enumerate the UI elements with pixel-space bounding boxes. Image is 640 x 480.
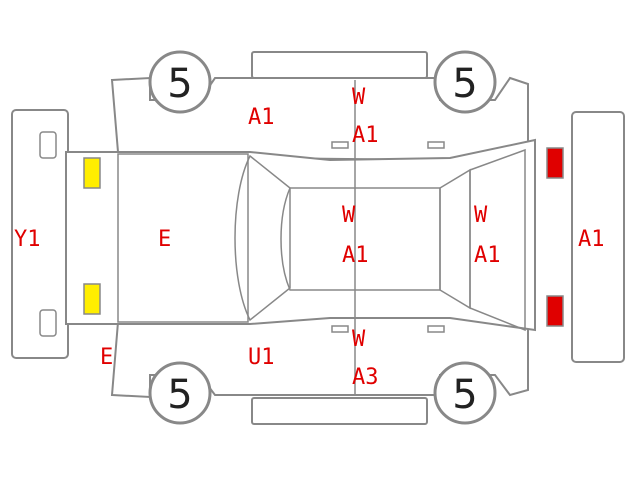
wheel-circle (148, 50, 212, 114)
door-handle (331, 141, 349, 149)
car-body (65, 138, 536, 332)
wheel-circle (433, 361, 497, 425)
rear-bumper-slot-bottom (39, 309, 57, 337)
code-front-bumper: A1 (578, 227, 605, 252)
hood (469, 148, 526, 332)
code-windshield-a1: A1 (474, 243, 501, 268)
wheel-condition: 5 (452, 61, 477, 107)
wheel-rear-left: 5 (148, 361, 212, 425)
code-right-side-w: W (352, 327, 366, 352)
wheel-front-right: 5 (433, 50, 497, 114)
code-rear-bumper: Y1 (14, 227, 41, 252)
wheel-condition: 5 (452, 372, 477, 418)
door-handle (427, 325, 445, 333)
code-roof-a1: A1 (342, 243, 369, 268)
code-right-side-a3: A3 (352, 365, 379, 390)
roof-panel (280, 187, 441, 291)
door-handle (331, 325, 349, 333)
door-handle (427, 141, 445, 149)
rear-bumper-slot-top (39, 131, 57, 159)
code-left-side-w: W (352, 85, 366, 110)
wheel-condition: 5 (167, 372, 192, 418)
front-bumper (571, 111, 625, 363)
front-light-bottom (546, 295, 564, 327)
rear-light-top (83, 157, 101, 189)
rear-window (234, 154, 291, 322)
code-left-side-a1: A1 (352, 123, 379, 148)
wheel-circle (433, 50, 497, 114)
code-windshield-w: W (474, 203, 488, 228)
code-left-rear-pillar: A1 (248, 105, 275, 130)
code-right-rear-pillar: U1 (248, 345, 275, 370)
wheel-front-left: 5 (148, 50, 212, 114)
front-light-top (546, 147, 564, 179)
trunk-lid (117, 153, 249, 323)
wheel-rear-right: 5 (433, 361, 497, 425)
top-roof-rail (251, 51, 428, 79)
wheel-circle (148, 361, 212, 425)
wheel-condition: 5 (167, 61, 192, 107)
bottom-roof-rail (251, 397, 428, 425)
code-rear-bottom-corner: E (100, 345, 113, 370)
code-trunk: E (158, 227, 171, 252)
code-roof-w: W (342, 203, 356, 228)
rear-light-bottom (83, 283, 101, 315)
